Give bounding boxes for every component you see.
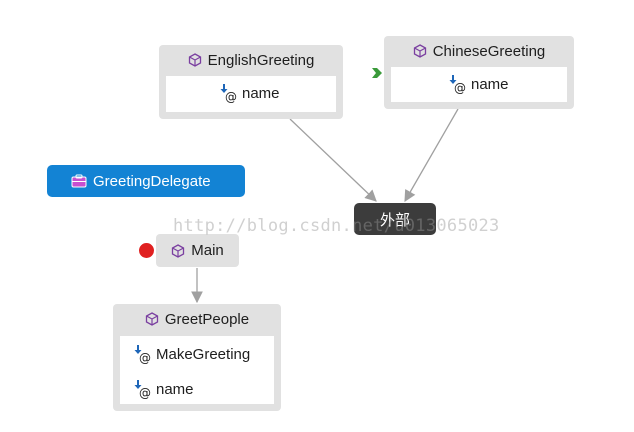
- node-chinese-greeting-title: ChineseGreeting: [432, 42, 546, 60]
- member-label: MakeGreeting: [156, 345, 251, 363]
- member-make-greeting[interactable]: @ MakeGreeting: [132, 344, 250, 364]
- watermark: http://blog.csdn.net/u013065023: [173, 216, 500, 236]
- class-icon: [172, 243, 185, 258]
- node-chinese-greeting-header: ChineseGreeting: [384, 36, 574, 66]
- entry-point-icon: [139, 243, 154, 258]
- node-greeting-delegate-title: GreetingDelegate: [93, 172, 211, 190]
- field-icon: @: [220, 84, 237, 103]
- edge-chinese-to-external[interactable]: [404, 108, 459, 203]
- edge-english-to-external[interactable]: [289, 118, 377, 202]
- member-greet-name[interactable]: @ name: [132, 379, 194, 399]
- node-greet-people-title: GreetPeople: [164, 310, 250, 328]
- node-main-header: Main: [156, 234, 239, 267]
- node-main-title: Main: [191, 242, 224, 259]
- delegate-icon: [71, 174, 87, 188]
- node-greet-people[interactable]: GreetPeople @ MakeGreeting @ name: [113, 304, 281, 411]
- node-english-greeting[interactable]: EnglishGreeting @ name: [159, 45, 343, 119]
- svg-text:@: @: [454, 81, 466, 94]
- node-chinese-greeting-body: @ name: [391, 67, 567, 102]
- collapse-chevron-icon[interactable]: [370, 66, 384, 80]
- node-greet-people-header: GreetPeople: [113, 304, 281, 334]
- node-english-greeting-title: EnglishGreeting: [207, 51, 315, 69]
- node-greet-people-body: @ MakeGreeting @ name: [120, 336, 274, 404]
- member-label: name: [471, 75, 509, 93]
- class-icon: [145, 312, 159, 326]
- field-icon: @: [134, 345, 151, 364]
- member-english-name[interactable]: @ name: [218, 83, 280, 103]
- node-main[interactable]: Main: [156, 234, 239, 267]
- field-icon: @: [134, 380, 151, 399]
- member-chinese-name[interactable]: @ name: [447, 74, 509, 94]
- member-label: name: [156, 380, 194, 398]
- field-icon: @: [449, 75, 466, 94]
- svg-text:@: @: [139, 386, 151, 399]
- member-label: name: [242, 84, 280, 102]
- node-external-title: 外部: [379, 211, 410, 229]
- node-external[interactable]: 外部: [354, 203, 436, 235]
- svg-text:@: @: [139, 351, 151, 364]
- svg-text:@: @: [225, 90, 237, 103]
- node-greeting-delegate[interactable]: GreetingDelegate: [47, 165, 245, 197]
- class-icon: [188, 53, 201, 67]
- node-english-greeting-header: EnglishGreeting: [159, 45, 343, 75]
- node-english-greeting-body: @ name: [166, 76, 336, 112]
- class-icon: [413, 44, 426, 58]
- node-chinese-greeting[interactable]: ChineseGreeting @ name: [384, 36, 574, 109]
